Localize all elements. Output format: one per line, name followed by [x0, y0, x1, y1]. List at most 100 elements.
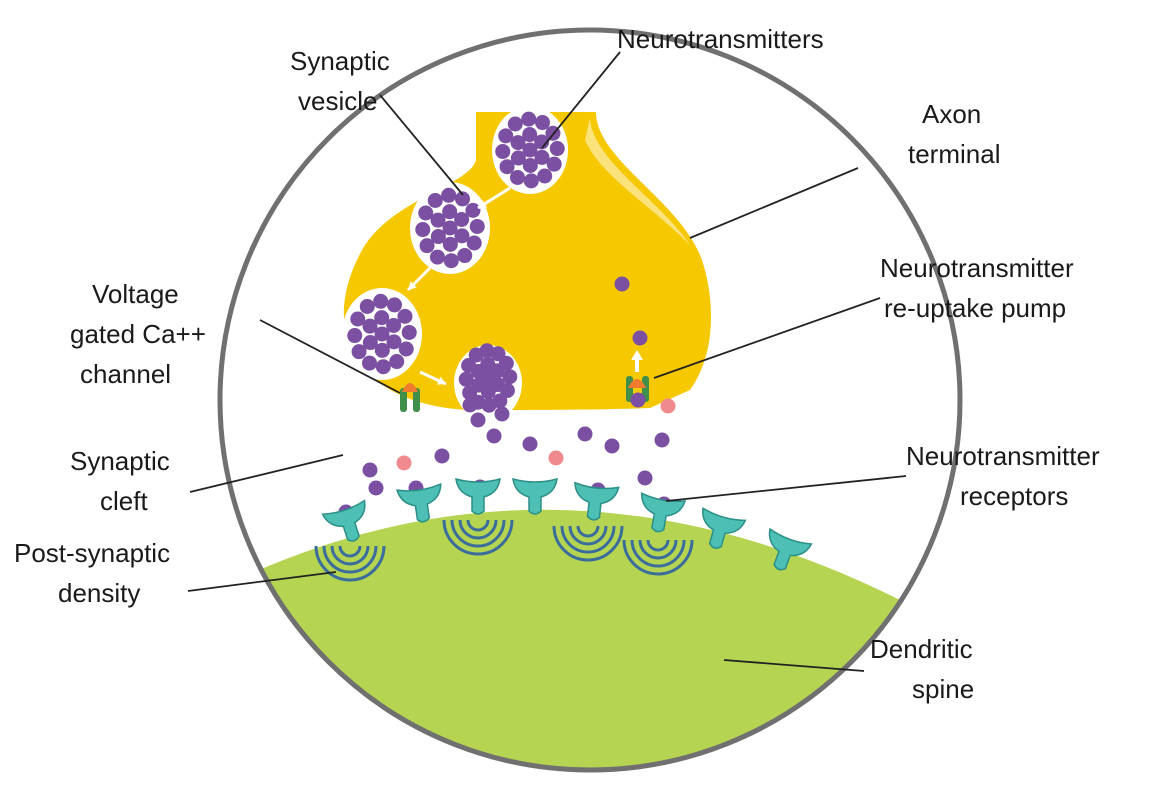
- neurotransmitter-dot: [454, 228, 470, 244]
- neurotransmitter-dot: [510, 150, 526, 166]
- receptor-body: [702, 507, 747, 549]
- neurotransmitter-dot: [549, 141, 565, 157]
- svg-text:vesicle: vesicle: [298, 86, 377, 116]
- density-arc: [646, 539, 670, 552]
- neurotransmitter-dot: [430, 212, 446, 228]
- svg-text:Synaptic: Synaptic: [70, 446, 170, 476]
- neurotransmitter-dot: [419, 238, 435, 254]
- neurotransmitter-dot: [630, 392, 646, 408]
- neurotransmitter-dot: [401, 324, 417, 340]
- neurotransmitter-dot: [374, 310, 390, 326]
- arrow-head: [437, 376, 446, 385]
- neurotransmitter-receptor: [768, 527, 813, 571]
- density-arc: [314, 545, 386, 582]
- neurotransmitter-dot: [462, 385, 478, 401]
- neurotransmitter-dot: [534, 149, 550, 165]
- label-synaptic-cleft: Synaptic cleft: [70, 446, 170, 516]
- neurotransmitter-dot: [427, 192, 443, 208]
- receptor-body: [455, 477, 501, 515]
- post-synaptic-density-arcs: [314, 519, 694, 582]
- neurotransmitter-dot: [522, 127, 538, 143]
- neurotransmitter-dot: [523, 173, 539, 189]
- label-dendritic-spine: Dendritic spine: [870, 634, 974, 704]
- receptor-body: [574, 481, 620, 521]
- neurotransmitter-dot: [434, 448, 450, 464]
- calcium-ion-dot: [548, 450, 564, 466]
- arrow-head: [408, 281, 417, 290]
- neurotransmitter-dot: [486, 428, 502, 444]
- calcium-ion-dot: [660, 398, 676, 414]
- neurotransmitter-dot: [442, 204, 458, 220]
- neurotransmitter-dot: [502, 369, 518, 385]
- axon-highlight: [585, 118, 690, 245]
- svg-text:Neurotransmitter: Neurotransmitter: [880, 253, 1074, 283]
- neurotransmitter-dot: [522, 436, 538, 452]
- svg-text:Neurotransmitter: Neurotransmitter: [906, 441, 1100, 471]
- neurotransmitter-dot: [498, 355, 514, 371]
- neurotransmitter-dot: [387, 297, 403, 313]
- neurotransmitter-dot: [632, 330, 648, 346]
- density-arc: [466, 519, 490, 532]
- neurotransmitter-receptor: [455, 477, 501, 515]
- neurotransmitter-dot: [351, 344, 367, 360]
- density-arc: [450, 519, 506, 548]
- neurotransmitter-dot: [386, 317, 402, 333]
- neurotransmitter-dot: [458, 371, 474, 387]
- receptor-body: [768, 527, 813, 571]
- neurotransmitter-dot: [374, 326, 390, 342]
- neurotransmitter-dot: [546, 156, 562, 172]
- axon-terminal-shape: [343, 112, 712, 410]
- neurotransmitter-dot: [461, 357, 477, 373]
- neurotransmitter-dot: [441, 187, 457, 203]
- arrow-head: [478, 200, 487, 208]
- neurotransmitter-dot: [386, 334, 402, 350]
- neurotransmitter-dot: [469, 218, 485, 234]
- neurotransmitter-dot: [510, 135, 526, 151]
- neurotransmitter-dot: [507, 116, 523, 132]
- neurotransmitter-dot: [470, 412, 486, 428]
- neurotransmitter-dot: [499, 383, 515, 399]
- neurotransmitter-dot: [577, 426, 593, 442]
- neurotransmitter-dot: [368, 480, 384, 496]
- neurotransmitter-dot: [362, 462, 378, 478]
- neurotransmitter-receptor: [321, 499, 366, 542]
- calcium-ion-dot: [396, 455, 412, 471]
- receptor-body: [396, 482, 442, 523]
- neurotransmitter-dot: [443, 253, 459, 269]
- neurotransmitter-dot: [494, 406, 510, 422]
- neurotransmitter-dot: [637, 470, 653, 486]
- neurotransmitter-receptor: [396, 482, 442, 523]
- neurotransmitter-dot: [374, 342, 390, 358]
- label-axon-terminal: Axon terminal: [908, 99, 1000, 169]
- neurotransmitter-dot: [466, 235, 482, 251]
- neurotransmitter-dot: [361, 355, 377, 371]
- density-arc: [638, 539, 678, 560]
- voltage-gated-ca-channel: [400, 383, 420, 412]
- neurotransmitter-dot: [350, 311, 366, 327]
- neurotransmitter-dot: [535, 115, 551, 131]
- neurotransmitter-dot: [499, 159, 515, 175]
- neurotransmitter-dot: [454, 211, 470, 227]
- neurotransmitter-receptor: [574, 481, 620, 521]
- neurotransmitter-dot: [430, 229, 446, 245]
- density-arc: [442, 519, 514, 556]
- density-arc: [560, 525, 616, 554]
- neurotransmitter-dot: [347, 328, 363, 344]
- svg-text:terminal: terminal: [908, 139, 1000, 169]
- label-post-synaptic-density: Post-synaptic density: [14, 538, 170, 608]
- density-arc: [322, 545, 378, 574]
- neurotransmitter-dot: [537, 168, 553, 184]
- label-synaptic-vesicle: Synaptic vesicle: [290, 46, 390, 116]
- neurotransmitter-dot: [455, 191, 471, 207]
- neurotransmitter-dot: [604, 438, 620, 454]
- svg-text:receptors: receptors: [960, 481, 1068, 511]
- neurotransmitter-dot: [359, 298, 375, 314]
- neurotransmitter-dot: [375, 359, 391, 375]
- density-arc: [576, 525, 600, 538]
- density-arc: [630, 539, 686, 568]
- density-arc: [622, 539, 694, 576]
- svg-text:gated Ca++: gated Ca++: [70, 319, 206, 349]
- svg-text:Dendritic: Dendritic: [870, 634, 973, 664]
